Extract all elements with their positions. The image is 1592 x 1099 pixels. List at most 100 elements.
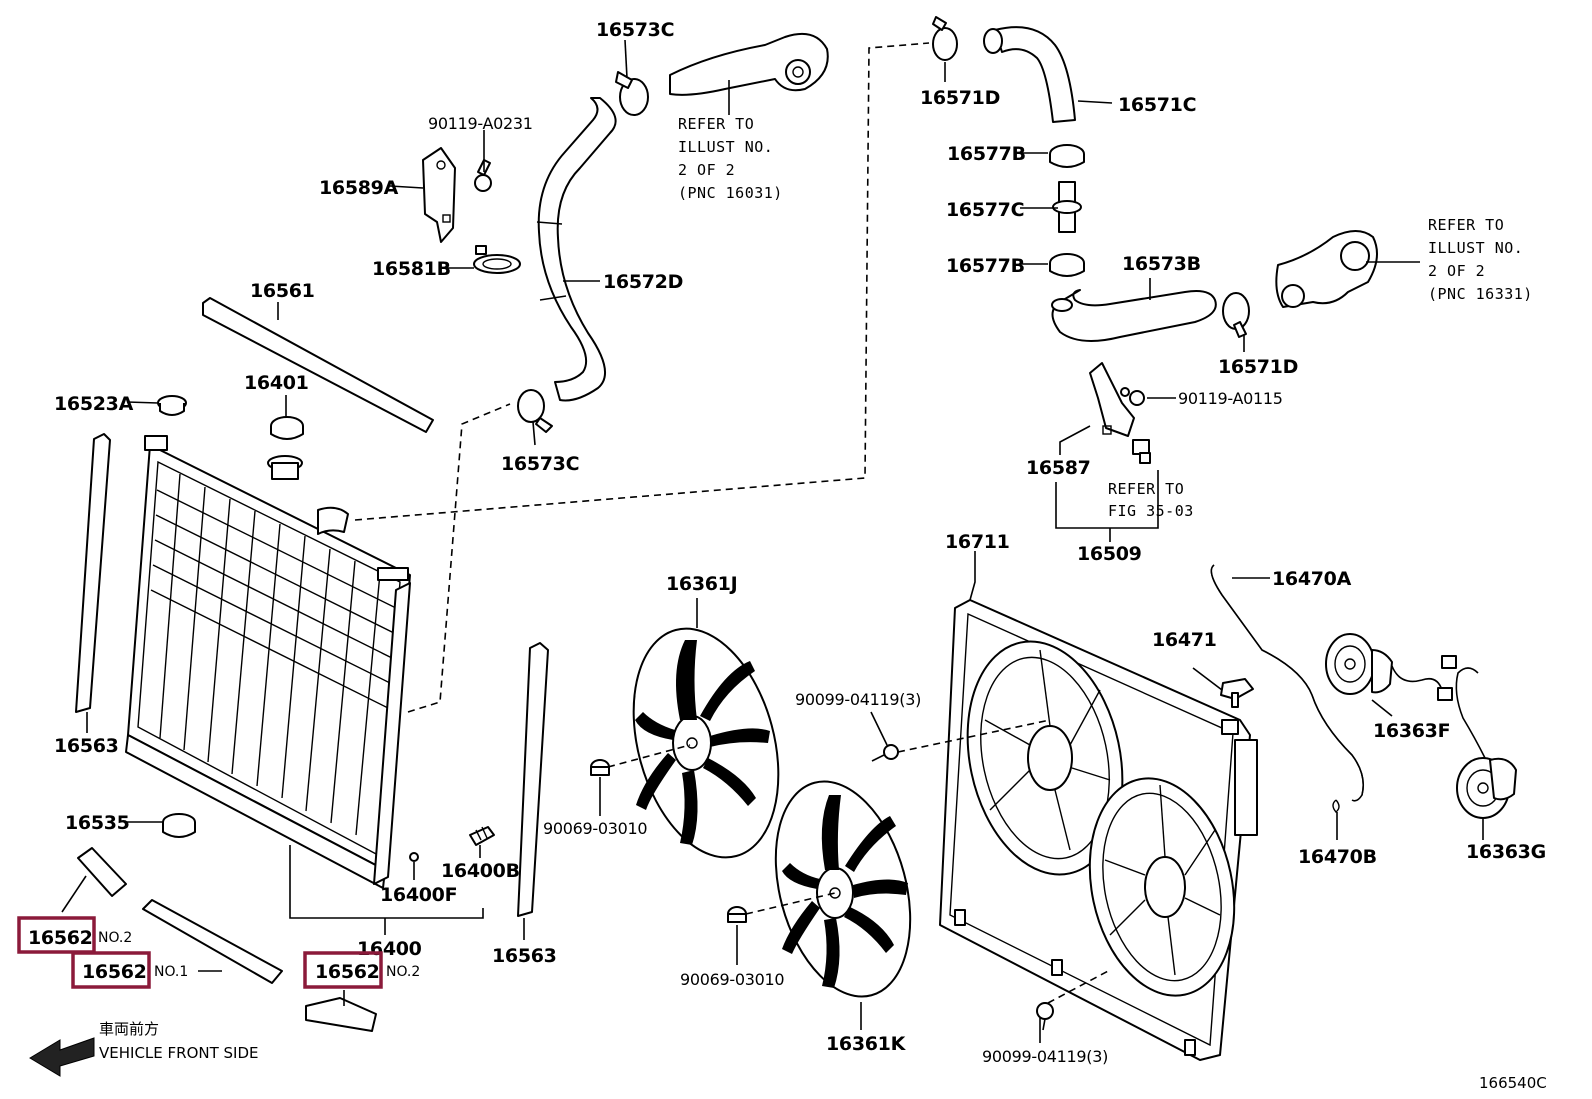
radiator-16400[interactable]	[125, 435, 411, 889]
label-16589A[interactable]: 16589A	[319, 177, 399, 199]
clamp-16577B-top[interactable]	[1049, 144, 1085, 168]
seal-16562-no1[interactable]	[142, 899, 283, 984]
highlight-16562-b	[71, 951, 151, 989]
connector-clip[interactable]	[1132, 439, 1151, 464]
label-16577B-top[interactable]: 16577B	[947, 143, 1026, 165]
refer-right-line-4: (PNC 16331)	[1428, 285, 1533, 303]
screw-90099-04119-a[interactable]	[871, 744, 899, 762]
hose-16572D[interactable]	[536, 97, 617, 402]
label-16573B[interactable]: 16573B	[1122, 253, 1201, 275]
label-16562-b[interactable]: 16562	[82, 961, 147, 983]
label-16470B[interactable]: 16470B	[1298, 846, 1377, 868]
label-16509[interactable]: 16509	[1077, 543, 1142, 565]
clip-16471[interactable]	[1220, 678, 1254, 708]
label-16577B-bottom[interactable]: 16577B	[946, 255, 1025, 277]
diagram-id: 166540C	[1479, 1074, 1547, 1092]
label-90119-A0231[interactable]: 90119-A0231	[428, 114, 533, 133]
label-16711[interactable]: 16711	[945, 531, 1010, 553]
water-inlet-ref-right[interactable]	[1275, 230, 1378, 308]
reference-note-fig: REFER TO FIG 35-03	[1108, 480, 1193, 520]
label-16471[interactable]: 16471	[1152, 629, 1217, 651]
fan-shroud-16711[interactable]	[939, 599, 1258, 1061]
label-16400B[interactable]: 16400B	[441, 860, 520, 882]
qualifier-no1: NO.1	[154, 964, 188, 980]
clamp-16573C-top[interactable]	[615, 71, 649, 116]
label-16400[interactable]: 16400	[357, 938, 422, 960]
nut-90069-03010-a[interactable]	[590, 759, 610, 776]
bracket-16589A[interactable]	[422, 147, 456, 243]
bracket-16587[interactable]	[1089, 362, 1135, 437]
bolt-90119-A0231[interactable]	[474, 159, 492, 192]
label-16400F[interactable]: 16400F	[380, 884, 458, 906]
fan-motor-16363F[interactable]	[1325, 633, 1453, 701]
refer-fig-line-1: REFER TO	[1108, 480, 1184, 498]
clamp-16581B[interactable]	[473, 245, 521, 274]
seal-16561[interactable]	[202, 297, 434, 433]
label-16573C-bottom[interactable]: 16573C	[501, 453, 580, 475]
label-16563-left[interactable]: 16563	[54, 735, 119, 757]
label-16535[interactable]: 16535	[65, 812, 130, 834]
label-16571D-bottom[interactable]: 16571D	[1218, 356, 1298, 378]
hose-16470A[interactable]	[1210, 564, 1365, 802]
label-16363G[interactable]: 16363G	[1466, 841, 1546, 863]
highlight-16562-a	[17, 916, 96, 954]
label-90069-03010-a[interactable]: 90069-03010	[543, 819, 648, 838]
screw-90099-04119-b[interactable]	[1036, 1002, 1054, 1031]
label-16561[interactable]: 16561	[250, 280, 315, 302]
label-90119-A0115[interactable]: 90119-A0115	[1178, 389, 1283, 408]
water-outlet-ref-left[interactable]	[669, 33, 829, 96]
radiator-cap-16401[interactable]	[270, 416, 304, 440]
fan-motor-16363G[interactable]	[1441, 655, 1517, 819]
label-16523A[interactable]: 16523A	[54, 393, 134, 415]
label-16363F[interactable]: 16363F	[1373, 720, 1451, 742]
hose-16571C[interactable]	[983, 26, 1076, 123]
clip-16470B[interactable]	[1332, 799, 1340, 813]
refer-left-line-2: ILLUST NO.	[678, 138, 773, 156]
refer-right-line-3: 2 OF 2	[1428, 262, 1485, 280]
refer-right-line-1: REFER TO	[1428, 216, 1504, 234]
label-16581B[interactable]: 16581B	[372, 258, 451, 280]
label-16361K[interactable]: 16361K	[826, 1033, 907, 1055]
highlight-boxes	[17, 916, 383, 989]
label-16577C[interactable]: 16577C	[946, 199, 1025, 221]
label-16563-mid[interactable]: 16563	[492, 945, 557, 967]
label-16401[interactable]: 16401	[244, 372, 309, 394]
label-16361J[interactable]: 16361J	[666, 573, 738, 595]
clamp-16573C-bottom[interactable]	[517, 389, 553, 433]
label-16571D-top[interactable]: 16571D	[920, 87, 1000, 109]
fan-16361K[interactable]	[754, 766, 933, 1011]
drain-plug-16400F[interactable]	[409, 852, 419, 862]
label-16572D[interactable]: 16572D	[603, 271, 683, 293]
clamp-16571D-bottom[interactable]	[1222, 292, 1250, 338]
leader-lines	[61, 39, 1484, 1043]
label-16571C[interactable]: 16571C	[1118, 94, 1197, 116]
grommet-16523A[interactable]	[157, 395, 187, 416]
seal-16562-no2-left[interactable]	[77, 847, 127, 897]
label-16573C-top[interactable]: 16573C	[596, 19, 675, 41]
label-16470A[interactable]: 16470A	[1272, 568, 1352, 590]
label-16587[interactable]: 16587	[1026, 457, 1091, 479]
cushion-16535[interactable]	[162, 813, 196, 838]
bolt-90119-A0115[interactable]	[1120, 387, 1145, 406]
label-90069-03010-b[interactable]: 90069-03010	[680, 970, 785, 989]
drain-cock-16400B[interactable]	[469, 826, 495, 846]
label-90099-04119-b[interactable]: 90099-04119(3)	[982, 1047, 1108, 1066]
nut-90069-03010-b[interactable]	[727, 906, 747, 923]
label-90099-04119-a[interactable]: 90099-04119(3)	[795, 690, 921, 709]
union-16577C[interactable]	[1052, 181, 1082, 233]
label-16562-c[interactable]: 16562	[315, 961, 380, 983]
part-labels: 16573C 90119-A0231 16589A 16581B 16572D …	[28, 19, 1546, 1066]
seal-16563-left[interactable]	[75, 433, 111, 713]
hose-16573B[interactable]	[1051, 289, 1217, 342]
refer-right-line-2: ILLUST NO.	[1428, 239, 1523, 257]
seal-16563-mid[interactable]	[517, 642, 549, 917]
fan-16361J[interactable]	[610, 612, 802, 873]
refer-left-line-1: REFER TO	[678, 115, 754, 133]
qualifier-no2-b: NO.2	[386, 964, 420, 980]
reference-note-left: REFER TO ILLUST NO. 2 OF 2 (PNC 16031)	[678, 115, 782, 202]
label-16562-a[interactable]: 16562	[28, 927, 93, 949]
clamp-16571D-top[interactable]	[932, 16, 958, 61]
seal-16562-no2-bottom[interactable]	[305, 997, 377, 1032]
clamp-16577B-bottom[interactable]	[1049, 253, 1085, 277]
reference-note-right: REFER TO ILLUST NO. 2 OF 2 (PNC 16331)	[1428, 216, 1533, 303]
